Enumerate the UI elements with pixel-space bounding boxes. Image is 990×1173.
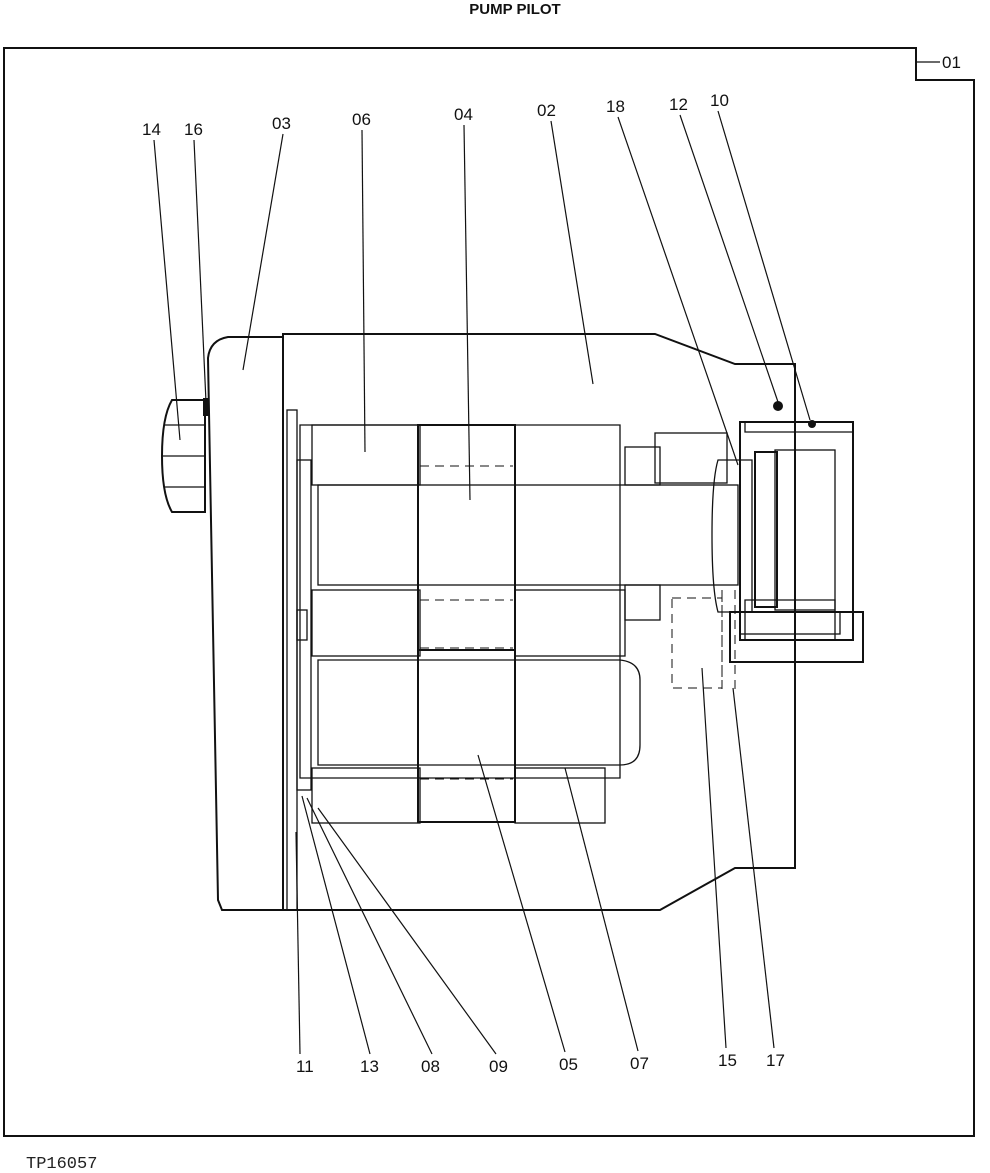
callout-09: 09 bbox=[489, 1057, 508, 1076]
callout-07: 07 bbox=[630, 1054, 649, 1073]
shaft-bearing-block-low bbox=[624, 584, 661, 621]
o-ring-10 bbox=[808, 420, 816, 428]
callout-06: 06 bbox=[352, 110, 371, 129]
lock-washer bbox=[203, 398, 209, 416]
o-ring-12 bbox=[773, 401, 783, 411]
drive-gear bbox=[417, 424, 516, 651]
callout-08: 08 bbox=[421, 1057, 440, 1076]
assembly-frame bbox=[3, 47, 975, 1137]
front-cover bbox=[206, 336, 284, 911]
pump-cross-section bbox=[160, 333, 864, 911]
end-cap-lip bbox=[744, 421, 854, 641]
callout-10: 10 bbox=[710, 91, 729, 110]
callout-04: 04 bbox=[454, 105, 473, 124]
gear-plate-upper bbox=[311, 424, 421, 486]
hidden-bolt bbox=[671, 597, 723, 689]
bolt-head bbox=[160, 399, 206, 513]
wear-plate bbox=[296, 459, 312, 791]
shaft-seal-retainer bbox=[654, 432, 728, 484]
gear-plate-right-mid bbox=[514, 589, 626, 657]
gear-plate-middle bbox=[311, 589, 421, 657]
callout-14: 14 bbox=[142, 120, 161, 139]
diagram-title: PUMP PILOT bbox=[469, 1, 560, 18]
shaft-seal bbox=[711, 459, 753, 613]
callout-16: 16 bbox=[184, 120, 203, 139]
cover-plate-hatch bbox=[739, 611, 841, 635]
callout-17: 17 bbox=[766, 1051, 785, 1070]
pump-body bbox=[282, 333, 796, 911]
snap-ring bbox=[754, 451, 778, 608]
driven-gear bbox=[417, 649, 516, 823]
figure-reference: TP16057 bbox=[26, 1155, 97, 1173]
gear-plate-right-low bbox=[514, 767, 606, 824]
callout-13: 13 bbox=[360, 1057, 379, 1076]
callout-05: 05 bbox=[559, 1055, 578, 1074]
leader-lines bbox=[153, 110, 811, 1055]
callout-02: 02 bbox=[537, 101, 556, 120]
callout-03: 03 bbox=[272, 114, 291, 133]
callout-18: 18 bbox=[606, 97, 625, 116]
callout-15: 15 bbox=[718, 1051, 737, 1070]
end-cap-inner bbox=[774, 449, 836, 611]
callout-12: 12 bbox=[669, 95, 688, 114]
gear-plate-lower bbox=[311, 767, 421, 824]
drive-shaft bbox=[317, 484, 739, 586]
gear-cavity bbox=[299, 424, 621, 779]
cover-plate bbox=[729, 611, 864, 663]
callout-11: 11 bbox=[296, 1057, 314, 1076]
assembly-label: 01 bbox=[942, 53, 961, 72]
shaft-bearing-block bbox=[624, 446, 661, 486]
wear-plate-notch bbox=[296, 609, 308, 641]
driven-shaft bbox=[317, 659, 641, 766]
